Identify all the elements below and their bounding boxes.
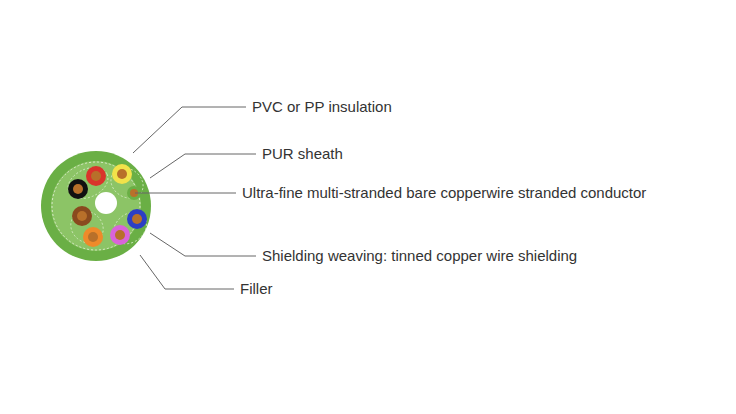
center-filler [95,192,117,214]
callout-label: Filler [240,280,273,298]
leader-lines [133,107,256,289]
callout-label: Ultra-fine multi-stranded bare copperwir… [242,184,646,202]
pair-outlines [63,161,153,250]
shield-weave [52,162,140,250]
callout-label: PUR sheath [262,145,343,163]
callout-label: PVC or PP insulation [252,98,392,116]
cores [68,164,147,247]
pur-sheath [41,151,151,261]
callout-label: Shielding weaving: tinned copper wire sh… [262,247,577,265]
filler-region [51,161,141,251]
